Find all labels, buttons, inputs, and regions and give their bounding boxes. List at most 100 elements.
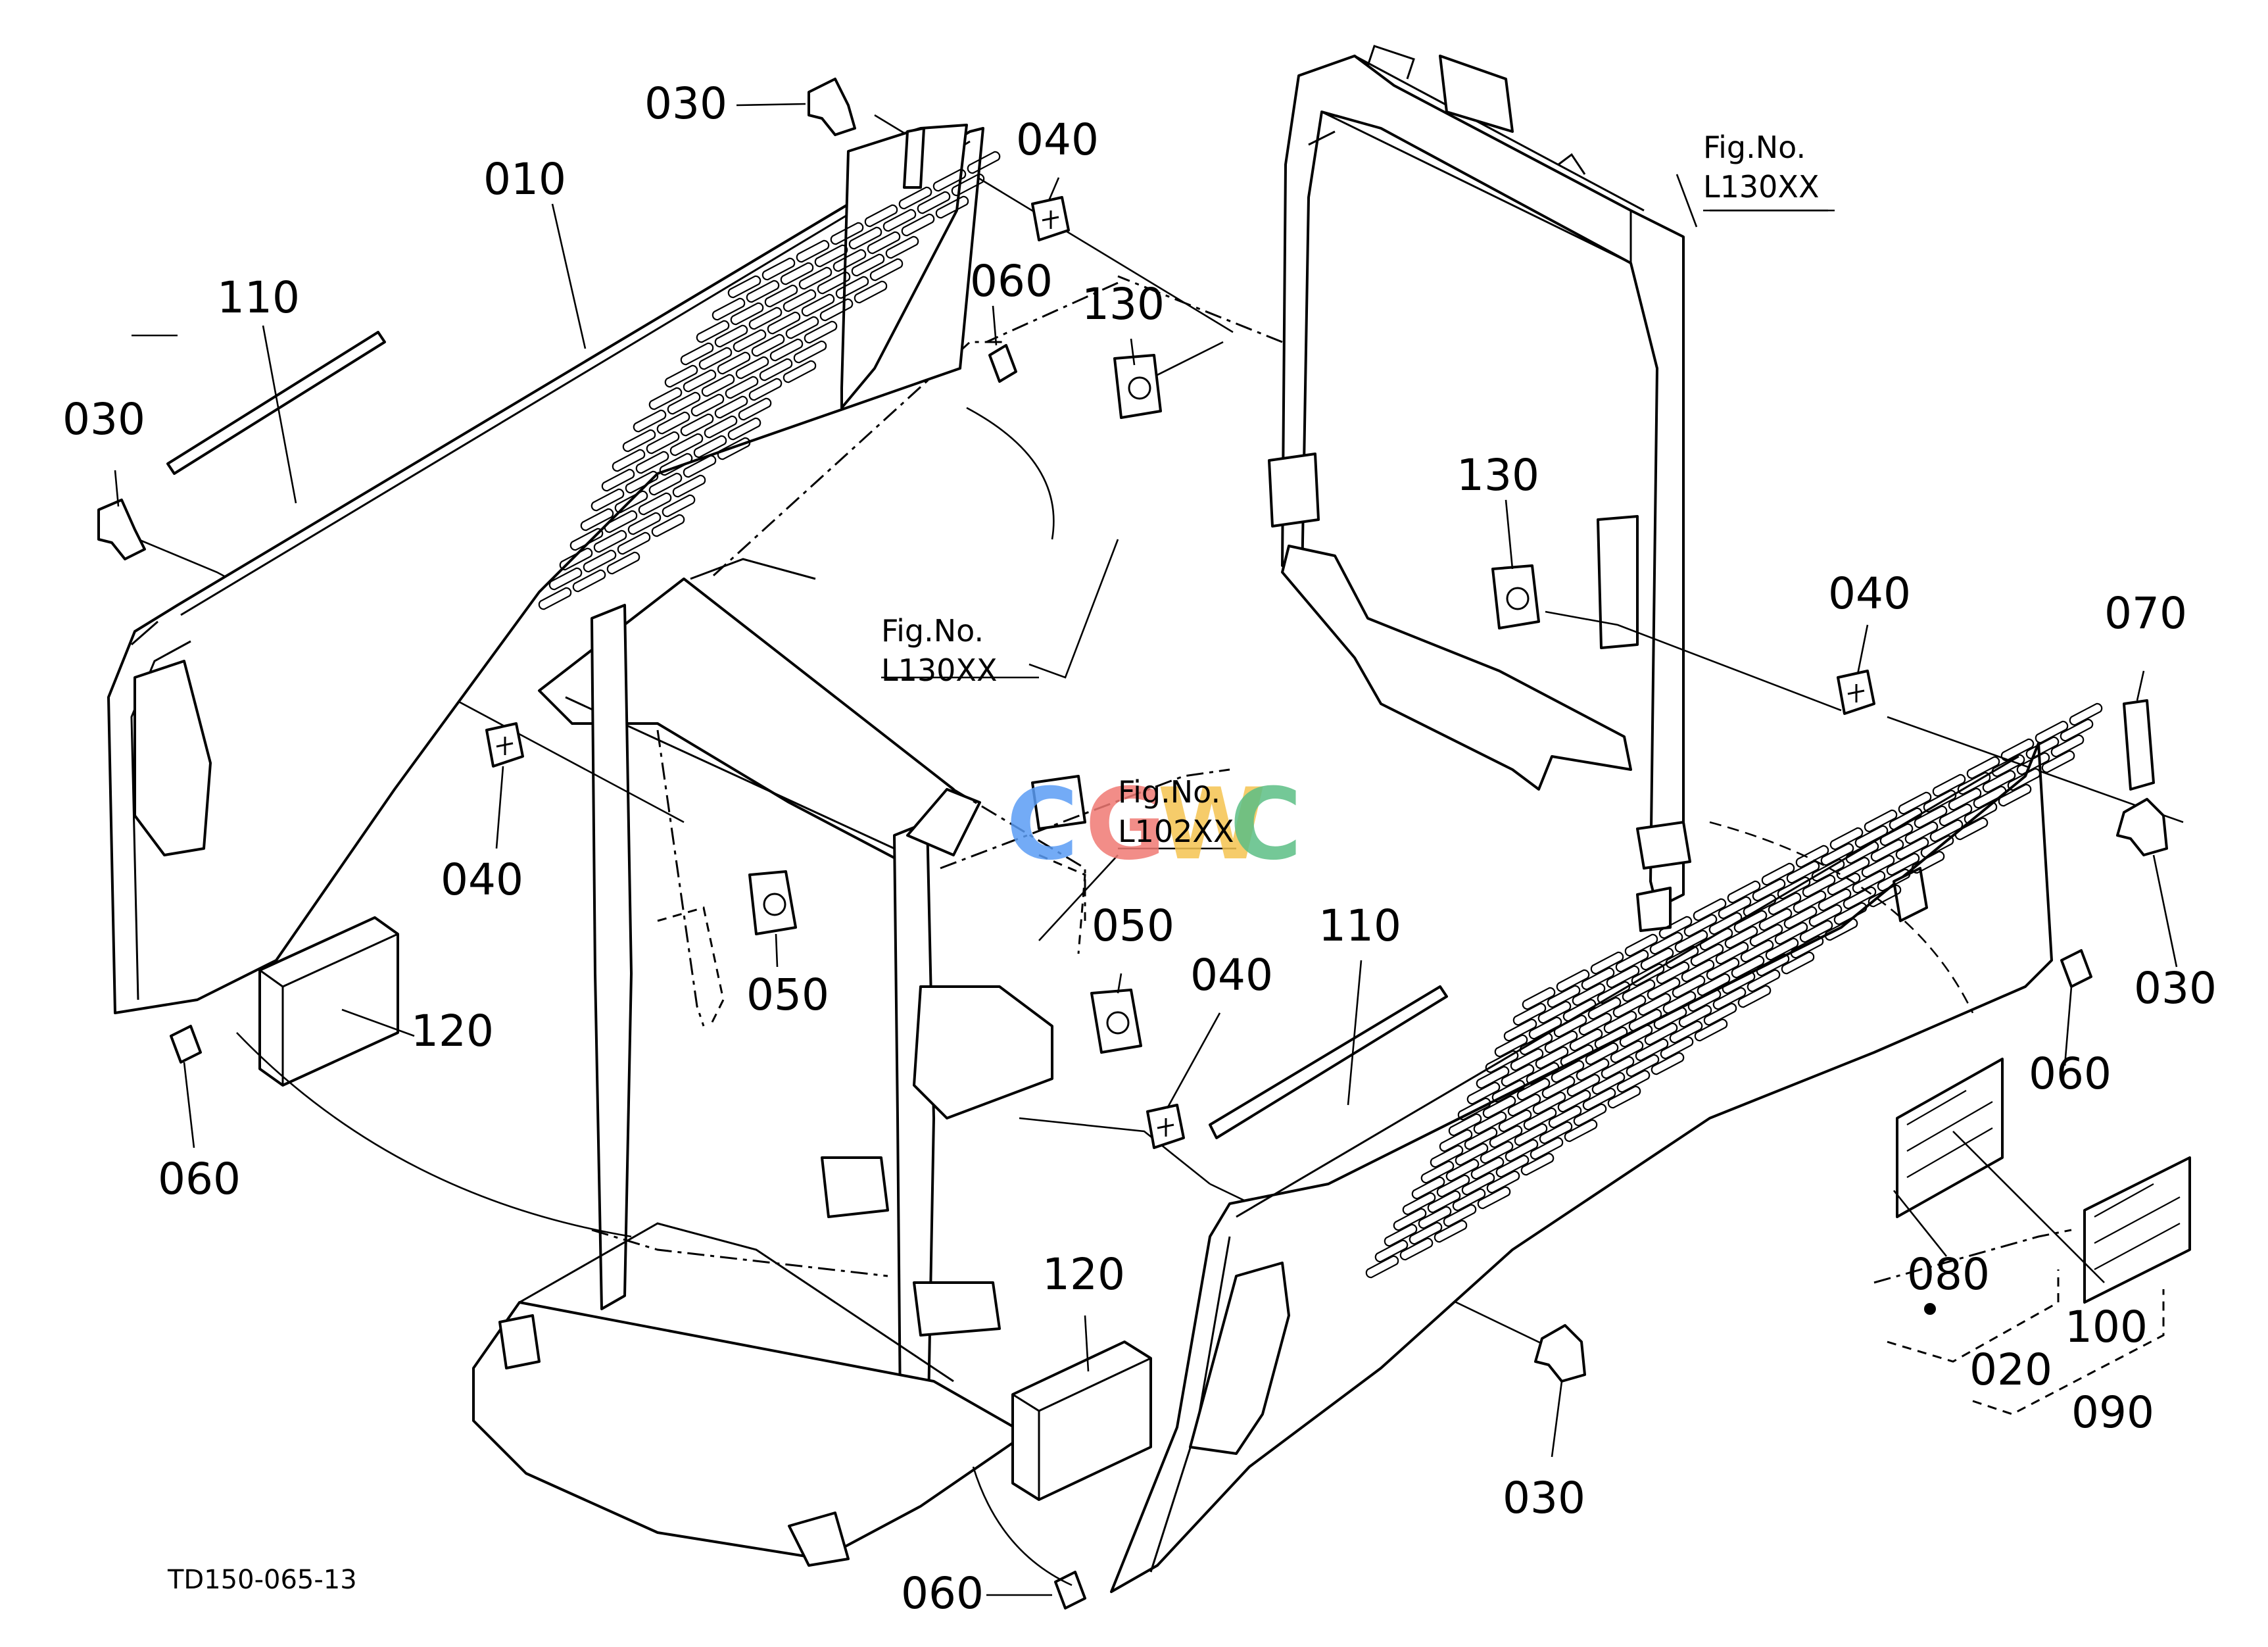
vent-slot bbox=[1535, 1046, 1569, 1069]
vent-slot bbox=[1731, 955, 1765, 979]
vent-slot bbox=[2000, 738, 2035, 762]
vent-slot bbox=[1991, 754, 2025, 777]
vent-slot bbox=[1505, 1139, 1539, 1162]
vent-slot bbox=[1740, 939, 1774, 963]
vent-slot bbox=[1868, 884, 1902, 908]
vent-slot bbox=[717, 351, 751, 375]
vent-slot bbox=[1526, 1062, 1560, 1085]
clip-nut-130-a bbox=[1113, 354, 1162, 419]
label-leaders bbox=[114, 103, 2178, 1596]
vent-slot bbox=[1808, 904, 1843, 927]
vent-slot bbox=[1854, 825, 1889, 848]
vent-slot bbox=[798, 266, 832, 290]
vent-slot bbox=[1495, 1154, 1530, 1178]
vent-slot bbox=[1411, 1176, 1445, 1200]
vent-slot bbox=[1557, 1089, 1591, 1113]
vent-slot bbox=[1610, 1040, 1644, 1064]
vent-slot bbox=[1436, 1174, 1470, 1198]
vent-slot bbox=[1911, 850, 1945, 874]
vent-slot bbox=[1852, 870, 1886, 894]
vent-slot bbox=[1464, 1127, 1498, 1150]
vent-slot bbox=[1966, 756, 2000, 779]
label-060-a: 060 bbox=[970, 256, 1053, 307]
vent-slot bbox=[1718, 896, 1752, 920]
vent-slot bbox=[1482, 1095, 1516, 1119]
vent-slot bbox=[783, 289, 817, 312]
vent-slot bbox=[1581, 967, 1615, 991]
vent-slot bbox=[1727, 880, 1761, 904]
vent-slot bbox=[1660, 1036, 1694, 1060]
vent-slot bbox=[1539, 1121, 1573, 1144]
vent-slot bbox=[1622, 979, 1656, 1002]
vent-slot bbox=[614, 490, 648, 514]
vent-slot bbox=[767, 311, 801, 335]
vent-slot bbox=[601, 468, 635, 492]
vent-slot bbox=[1532, 1091, 1566, 1115]
vent-slot bbox=[967, 151, 1001, 174]
vent-slot bbox=[869, 258, 904, 282]
vent-slot bbox=[1895, 837, 1929, 860]
vent-slot bbox=[1452, 1188, 1486, 1212]
vent-slot bbox=[832, 249, 867, 272]
vent-slot bbox=[1836, 856, 1870, 880]
vent-slot bbox=[819, 298, 854, 322]
vent-slot bbox=[1998, 783, 2032, 807]
fig-ref-2-line2: L130XX bbox=[881, 652, 997, 688]
vent-slot bbox=[1434, 1219, 1468, 1243]
clip-040-a bbox=[1031, 196, 1070, 241]
spacer-060-b bbox=[170, 1025, 202, 1064]
vent-slot bbox=[1514, 1123, 1548, 1146]
vent-slot bbox=[1708, 912, 1743, 935]
vent-slot bbox=[1587, 996, 1622, 1020]
vent-slot bbox=[935, 195, 969, 219]
vent-slot bbox=[864, 204, 898, 228]
vent-slot bbox=[1556, 969, 1590, 993]
vent-slot bbox=[1662, 991, 1697, 1014]
vent-slot bbox=[1703, 1002, 1737, 1026]
vent-slot bbox=[1653, 1006, 1687, 1030]
vent-slot bbox=[1402, 1192, 1436, 1216]
vent-slot bbox=[1628, 1008, 1662, 1032]
vent-slot bbox=[1591, 1071, 1626, 1095]
vent-slot bbox=[690, 393, 725, 417]
vent-slot bbox=[1774, 922, 1808, 945]
vent-slot bbox=[748, 378, 783, 401]
vent-slot bbox=[2007, 768, 2041, 791]
vent-slot bbox=[696, 320, 730, 343]
fig-ref-3-line2: L102XX bbox=[1118, 814, 1234, 849]
vent-slot bbox=[783, 360, 817, 383]
vent-slot bbox=[854, 280, 888, 304]
fig-ref-2-line1: Fig.No. bbox=[881, 613, 984, 649]
vent-slot bbox=[1420, 1160, 1455, 1184]
vent-slot bbox=[1811, 858, 1845, 882]
vent-slot bbox=[693, 435, 727, 458]
label-040-b: 040 bbox=[441, 854, 523, 905]
vent-slot bbox=[648, 387, 683, 410]
vent-slot bbox=[804, 320, 838, 344]
label-030-left: 030 bbox=[62, 394, 145, 445]
vent-slot bbox=[1765, 937, 1799, 961]
label-130-b: 130 bbox=[1457, 450, 1539, 501]
vent-slot bbox=[1747, 969, 1781, 993]
vent-slot bbox=[548, 567, 583, 591]
vent-slot bbox=[1879, 823, 1914, 847]
vent-slot bbox=[1749, 923, 1783, 947]
vent-slot bbox=[1954, 817, 1989, 841]
vent-slot bbox=[901, 213, 935, 237]
vent-slot bbox=[583, 549, 617, 573]
vent-slot bbox=[1743, 894, 1777, 918]
vent-slot bbox=[717, 437, 751, 460]
label-070: 070 bbox=[2104, 588, 2187, 639]
vent-slot bbox=[885, 235, 919, 259]
vent-slot bbox=[698, 347, 733, 370]
vent-slot bbox=[898, 186, 932, 210]
vent-slot bbox=[1553, 1014, 1587, 1038]
label-010: 010 bbox=[483, 154, 566, 205]
vent-slot bbox=[1781, 951, 1815, 975]
vent-slot bbox=[659, 453, 693, 476]
vent-slot bbox=[651, 514, 685, 537]
vent-slot bbox=[738, 397, 772, 421]
vent-slot bbox=[727, 417, 761, 441]
vent-slot bbox=[1523, 1107, 1557, 1131]
vent-slot bbox=[1690, 943, 1724, 967]
